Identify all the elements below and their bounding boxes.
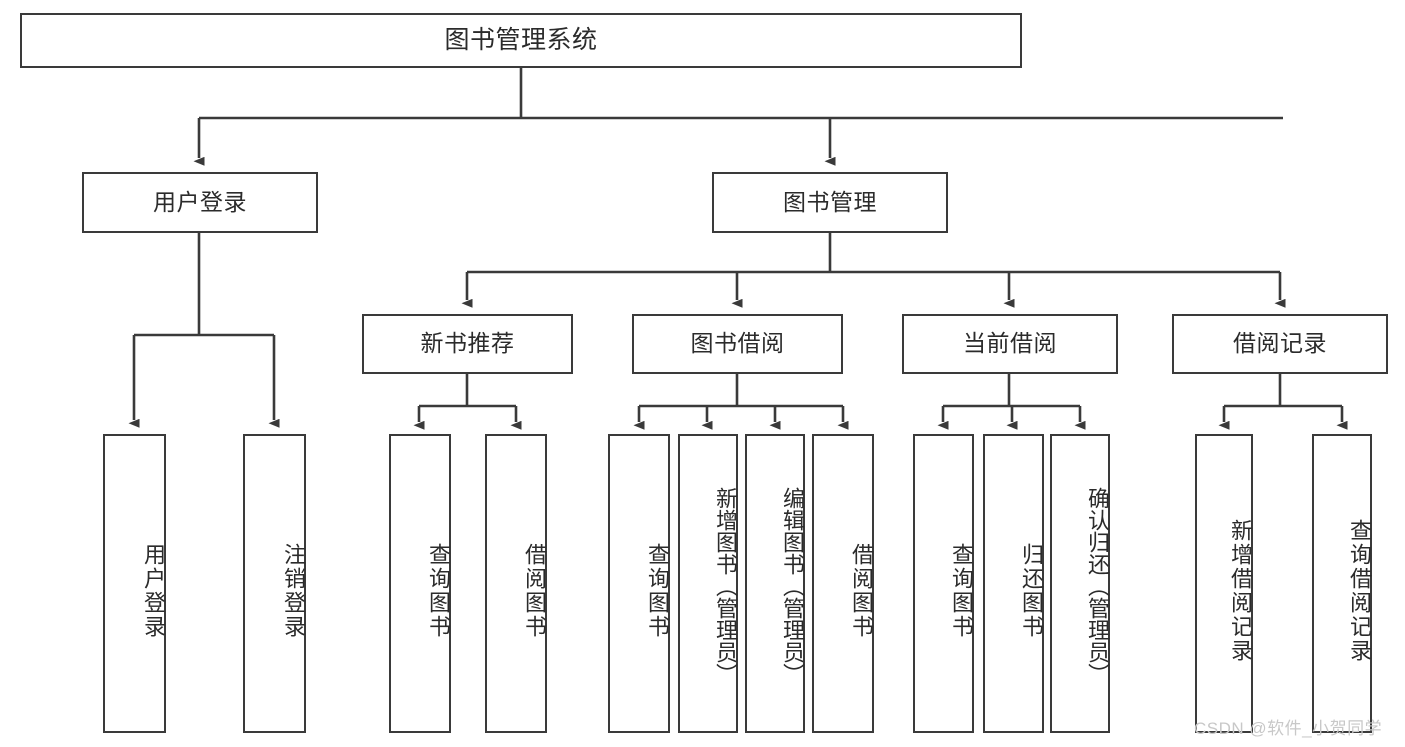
leaf-borrow-book[interactable]: 借阅图书 [812,434,874,733]
leaf-logout[interactable]: 注销登录 [243,434,306,733]
node-book-management[interactable]: 图书管理 [712,172,948,233]
node-user-login[interactable]: 用户登录 [82,172,318,233]
leaf-query-book-borrow[interactable]: 查询图书 [608,434,670,733]
node-current-borrow[interactable]: 当前借阅 [902,314,1118,374]
leaf-add-book-admin[interactable]: 新增图书（管理员） [678,434,738,733]
leaf-return-book[interactable]: 归还图书 [983,434,1044,733]
leaf-query-borrow-record[interactable]: 查询借阅记录 [1312,434,1372,733]
node-new-book-recommend[interactable]: 新书推荐 [362,314,573,374]
leaf-user-login[interactable]: 用户登录 [103,434,166,733]
node-root[interactable]: 图书管理系统 [20,13,1022,68]
leaf-borrow-book-newbook[interactable]: 借阅图书 [485,434,547,733]
node-borrow-record[interactable]: 借阅记录 [1172,314,1388,374]
leaf-confirm-return-admin[interactable]: 确认归还（管理员） [1050,434,1110,733]
leaf-edit-book-admin[interactable]: 编辑图书（管理员） [745,434,805,733]
leaf-query-book-newbook[interactable]: 查询图书 [389,434,451,733]
leaf-query-book-current[interactable]: 查询图书 [913,434,974,733]
leaf-add-borrow-record[interactable]: 新增借阅记录 [1195,434,1253,733]
node-book-borrow[interactable]: 图书借阅 [632,314,843,374]
csdn-watermark: CSDN @软件_小贺同学 [1194,719,1383,738]
